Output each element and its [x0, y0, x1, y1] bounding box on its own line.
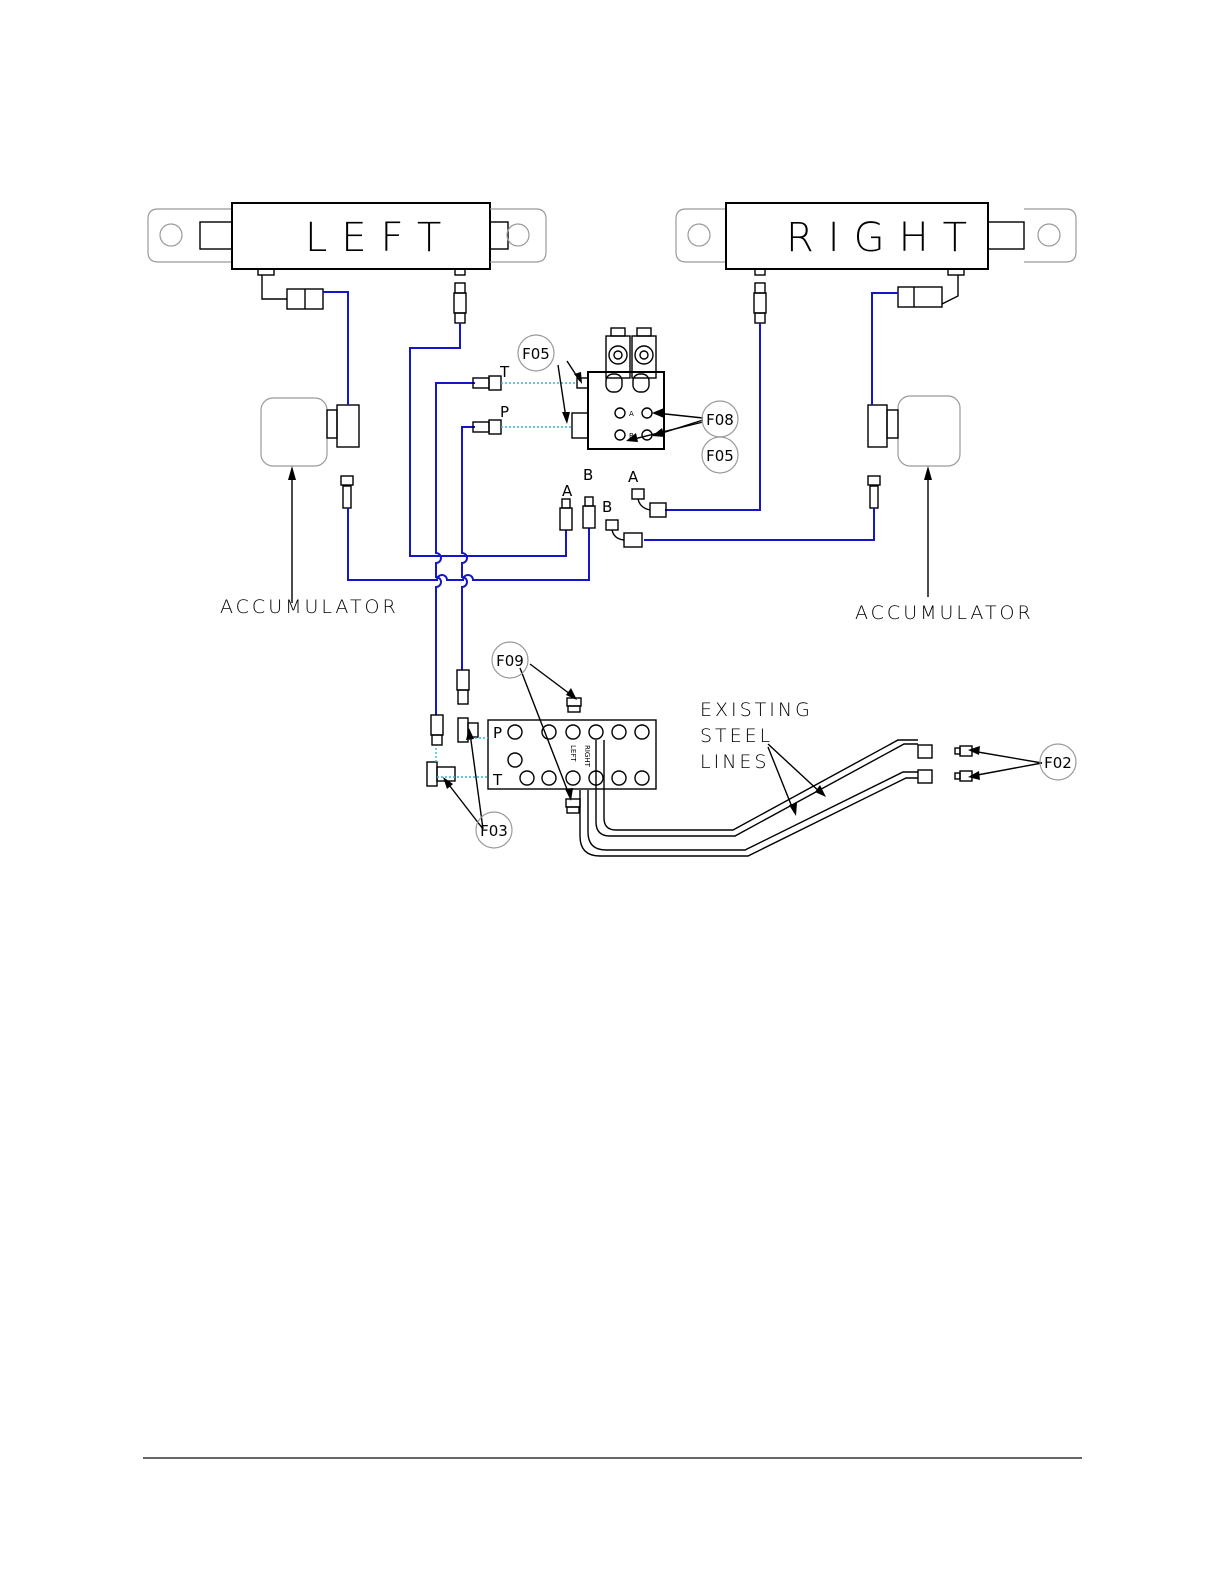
callout-f02: F02 — [1040, 744, 1076, 780]
left-accumulator — [261, 398, 359, 508]
line-port-b-left: B — [583, 466, 593, 484]
svg-text:F03: F03 — [480, 822, 508, 840]
line-port-a-left: A — [562, 482, 573, 500]
leader-lines — [288, 361, 1042, 829]
right-cylinder-label: RIGHT — [786, 215, 981, 261]
svg-text:F02: F02 — [1044, 754, 1072, 772]
manifold-right-label: RIGHT — [583, 745, 591, 768]
callout-f03: F03 — [476, 812, 512, 848]
right-accumulator — [868, 396, 960, 508]
existing-lines-note-1: EXISTING — [700, 699, 813, 721]
manifold-block: P T LEFT RIGHT — [436, 698, 656, 813]
left-cylinder-label: LEFT — [305, 215, 455, 261]
svg-text:F05: F05 — [522, 345, 550, 363]
line-port-a-right: A — [628, 468, 639, 486]
left-cylinder: LEFT — [148, 203, 546, 275]
existing-lines-note-2: STEEL — [700, 725, 773, 747]
svg-text:F09: F09 — [496, 652, 524, 670]
valve-port-p: P — [500, 403, 509, 421]
existing-lines-note-3: LINES — [700, 751, 769, 773]
cylinder-port-fittings — [262, 275, 958, 323]
left-accumulator-label: ACCUMULATOR — [220, 596, 399, 618]
manifold-left-label: LEFT — [569, 745, 577, 762]
line-port-b-right: B — [602, 498, 612, 516]
manifold-port-t: T — [492, 771, 503, 789]
callout-f09: F09 — [492, 642, 528, 678]
valve-port-a-small: A — [629, 410, 634, 418]
manifold-port-p: P — [493, 724, 502, 742]
valve-port-t: T — [499, 363, 510, 381]
right-cylinder: RIGHT — [676, 203, 1076, 275]
callout-f05-right: F05 — [702, 437, 738, 473]
svg-text:F05: F05 — [706, 447, 734, 465]
svg-text:F08: F08 — [706, 411, 734, 429]
right-accumulator-label: ACCUMULATOR — [855, 602, 1034, 624]
callout-f05-top: F05 — [518, 335, 554, 371]
existing-steel-lines — [580, 740, 972, 856]
callout-f08: F08 — [702, 401, 738, 437]
